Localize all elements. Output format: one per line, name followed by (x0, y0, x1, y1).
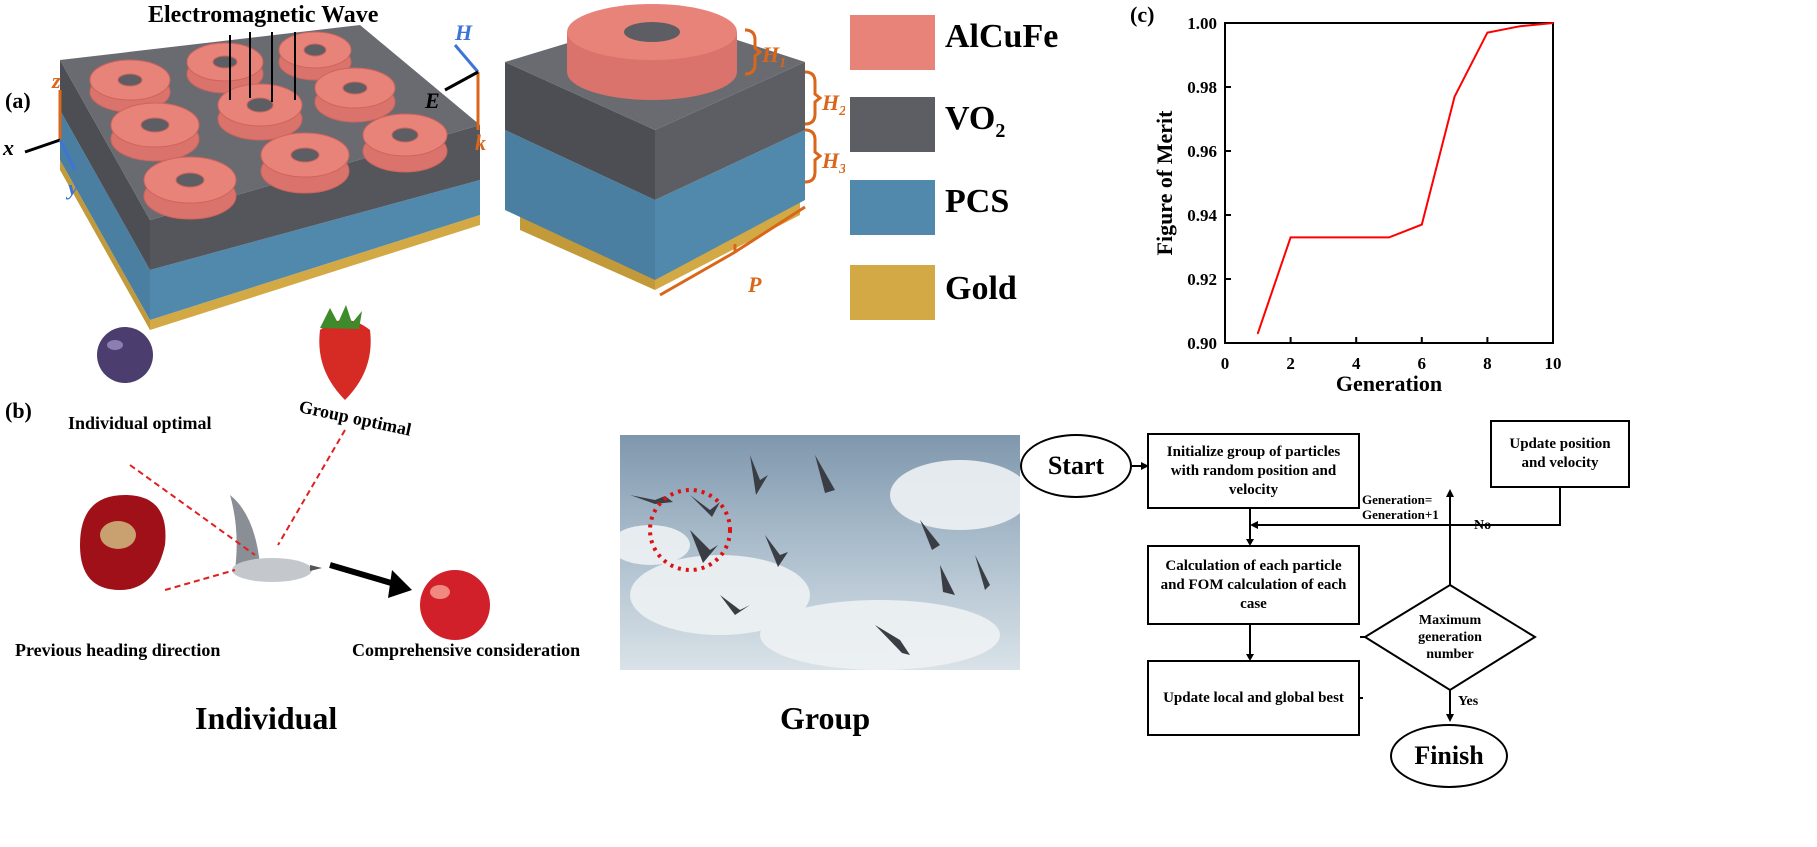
dim-P: P (747, 272, 762, 297)
dim-H2: H2 (821, 90, 845, 119)
series-line-FOM (1256, 22, 1554, 334)
data-point (1486, 31, 1489, 34)
axis-x: x (2, 135, 14, 160)
flow-initialize: Initialize group of particles with rando… (1147, 433, 1360, 509)
bird-icons (630, 455, 990, 655)
flow-start: Start (1020, 434, 1132, 498)
plot-frame (1224, 22, 1554, 344)
data-point (1552, 22, 1554, 24)
resonator-rings (89, 31, 448, 220)
label-comprehensive: Comprehensive consideration (352, 640, 581, 660)
flowchart-connectors (1132, 462, 1561, 722)
title-group: Group (780, 700, 871, 736)
flow-yes-label: Yes (1458, 694, 1479, 709)
label-individual-optimal: Individual optimal (68, 413, 212, 433)
dim-H1: H1 (761, 42, 786, 71)
flow-no-label: No (1474, 518, 1492, 533)
legend-swatch-vo2 (850, 97, 935, 152)
plum-icon (97, 327, 153, 383)
y-tick-label: 0.90 (1187, 334, 1217, 353)
connector-best-to-decision (1360, 636, 1366, 638)
bird-icon (230, 495, 322, 582)
axis-z: z (51, 68, 61, 93)
flow-finish: Finish (1390, 724, 1508, 788)
flow-update-best: Update local and global best (1147, 660, 1360, 736)
y-tick-label: 1.00 (1187, 14, 1217, 33)
wave-label: Electromagnetic Wave (148, 2, 379, 28)
x-axis-label: Generation (1336, 371, 1442, 396)
panel-a-label: (a) (5, 88, 31, 113)
flow-update-position: Update position and velocity (1490, 420, 1630, 488)
legend-label-vo2: VO2 (945, 100, 1006, 142)
y-tick-label: 0.94 (1187, 206, 1217, 225)
legend-label-gold: Gold (945, 270, 1017, 307)
y-tick-label: 0.98 (1187, 78, 1217, 97)
axis-y: y (65, 175, 78, 200)
wave-arrows (229, 32, 296, 102)
dim-H3: H3 (821, 148, 845, 177)
data-point (1519, 25, 1521, 28)
metasurface-illustration: z x y H E k H1 H2 H3 P (2, 4, 845, 330)
flow-calculation: Calculation of each particle and FOM cal… (1147, 545, 1360, 625)
data-point (1257, 332, 1259, 335)
x-tick-label: 8 (1483, 354, 1492, 373)
influence-arrows (129, 429, 346, 591)
legend-label-pcs: PCS (945, 183, 1010, 220)
data-point (1355, 236, 1357, 239)
data-point (1322, 236, 1325, 239)
y-axis-label: Figure of Merit (1152, 110, 1177, 256)
title-individual: Individual (195, 700, 338, 736)
individual-illustration (80, 305, 490, 640)
data-point (1289, 236, 1292, 239)
x-tick-label: 4 (1352, 354, 1361, 373)
field-E: E (424, 88, 440, 113)
label-previous-heading: Previous heading direction (15, 640, 221, 660)
flow-decision: Maximum generation number (1418, 613, 1482, 662)
fom-chart: 0 2 4 6 8 10 0.90 0.92 0.94 0.96 0.98 1.00Generatio… (1130, 2, 1562, 396)
x-tick-label: 0 (1221, 354, 1230, 373)
x-tick-label: 2 (1286, 354, 1295, 373)
data-point (1453, 95, 1456, 98)
dimension-brackets (659, 28, 823, 297)
legend-swatch-pcs (850, 180, 935, 235)
y-tick-label: 0.92 (1187, 270, 1217, 289)
field-k: k (475, 130, 486, 155)
apple-icon (420, 570, 490, 640)
y-tick-label: 0.96 (1187, 142, 1217, 161)
legend-label-alcufe: AlCuFe (945, 18, 1059, 55)
field-H: H (454, 20, 473, 45)
unit-cell (505, 4, 805, 290)
data-point (1421, 223, 1423, 226)
flow-increment-label: Generation= Generation+1 (1362, 492, 1439, 522)
coordinate-axes (24, 44, 480, 171)
panel-b-label: (b) (5, 398, 32, 423)
highlight-circle (648, 488, 732, 572)
legend-swatch-alcufe (850, 15, 935, 70)
strawberry-icon (319, 320, 371, 400)
panel-c-label: (c) (1130, 2, 1154, 27)
x-tick-label: 6 (1418, 354, 1427, 373)
data-point (1388, 236, 1390, 239)
x-tick-label: 10 (1545, 354, 1562, 373)
result-arrow (329, 562, 412, 598)
flock-photo (620, 435, 1020, 670)
legend-swatch-gold (850, 265, 935, 320)
